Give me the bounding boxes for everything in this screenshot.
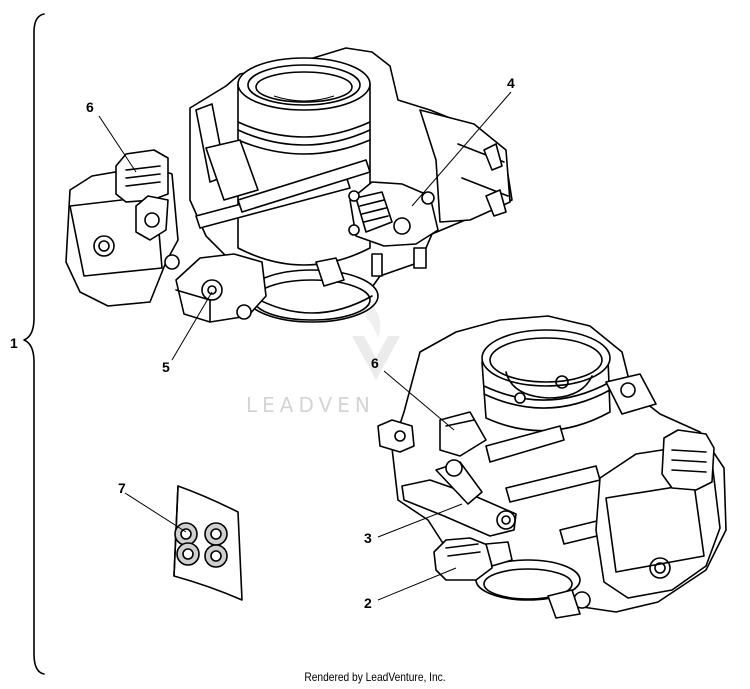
leader-line-7 xyxy=(124,492,187,533)
callout-3: 3 xyxy=(364,530,372,546)
throttle-body-top-view-icon xyxy=(65,47,513,323)
callout-6-bottom: 6 xyxy=(371,355,379,371)
curly-brace-icon xyxy=(23,13,45,675)
callout-5: 5 xyxy=(162,359,170,375)
callout-4: 4 xyxy=(507,75,515,91)
gasket-kit-icon xyxy=(173,485,243,601)
leader-line-5 xyxy=(171,291,213,361)
render-credit: Rendered by LeadVenture, Inc. xyxy=(304,670,446,684)
leader-line-4 xyxy=(411,91,512,207)
callout-6-top: 6 xyxy=(86,99,94,115)
callout-1: 1 xyxy=(10,335,18,351)
leader-line-6a xyxy=(98,115,137,173)
leader-line-3 xyxy=(377,503,463,538)
watermark-text: LEADVEN xyxy=(246,393,375,417)
callout-7: 7 xyxy=(118,480,126,496)
leader-line-2 xyxy=(377,567,457,601)
callout-2: 2 xyxy=(364,595,372,611)
throttle-body-bottom-view-icon xyxy=(377,315,727,619)
leader-line-6b xyxy=(383,370,455,431)
